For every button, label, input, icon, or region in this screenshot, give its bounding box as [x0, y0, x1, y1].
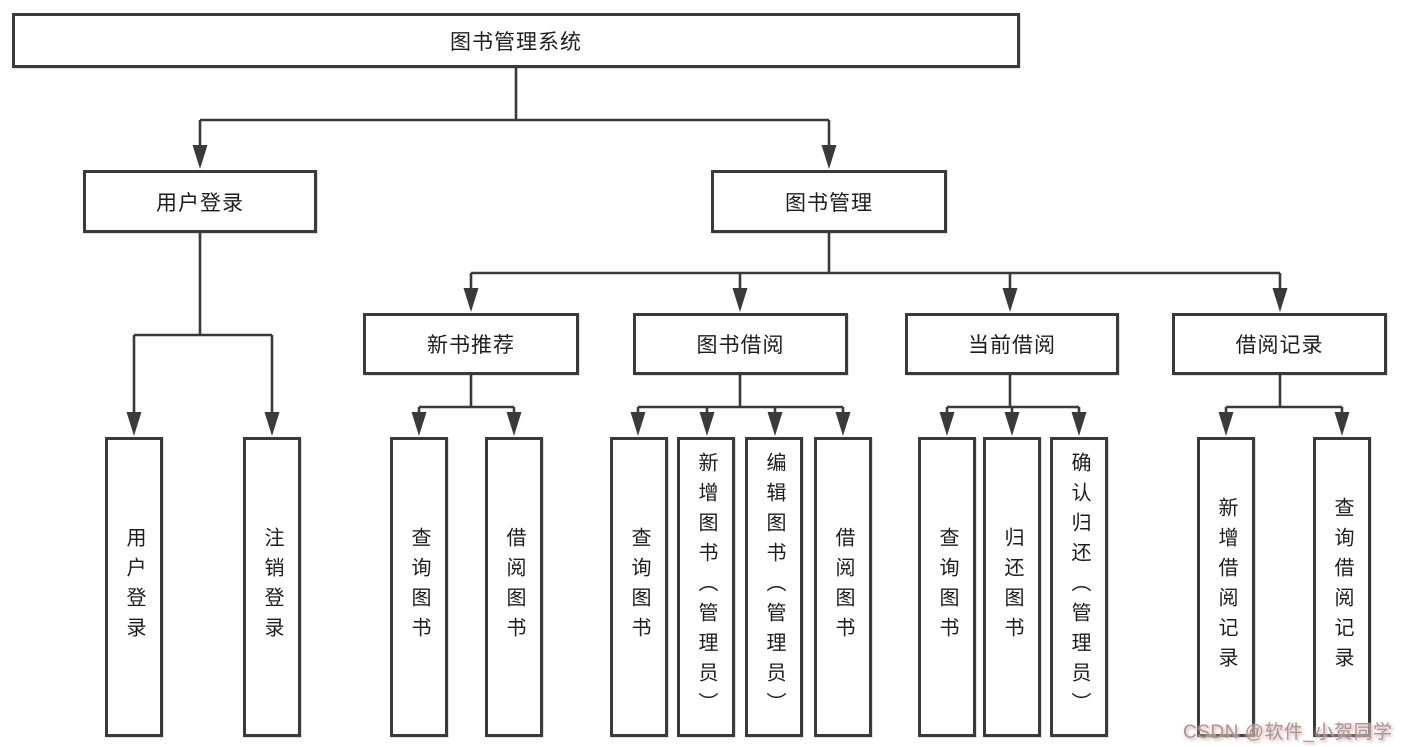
node-borrow-record: 借阅记录 [1172, 313, 1387, 375]
leaf-return-book: 归还图书 [983, 437, 1041, 737]
leaf-query-book-recommend: 查询图书 [390, 437, 448, 737]
connector-book-borrow-children [630, 375, 851, 436]
connector-user-login-children [126, 233, 280, 436]
connector-borrow-record-children [1218, 375, 1350, 436]
csdn-watermark: CSDN @软件_小贺同学 [1183, 722, 1393, 743]
leaf-logout-login: 注销登录 [243, 437, 301, 737]
connector-book-management-children [463, 233, 1288, 312]
node-new-book-recommend: 新书推荐 [363, 313, 579, 375]
leaf-user-login: 用户登录 [105, 437, 163, 737]
leaf-add-borrow-record: 新增借阅记录 [1197, 437, 1255, 737]
connector-current-borrow-children [939, 375, 1087, 436]
node-book-borrow: 图书借阅 [633, 313, 848, 375]
leaf-confirm-return-admin: 确认归还（管理员） [1050, 437, 1108, 737]
connector-new-book-recommend-children [411, 375, 522, 436]
leaf-borrow-book-recommend: 借阅图书 [485, 437, 543, 737]
leaf-add-book-admin: 新增图书（管理员） [677, 437, 735, 737]
connector-root-to-level1 [192, 68, 837, 169]
leaf-borrow-book: 借阅图书 [814, 437, 872, 737]
node-user-login: 用户登录 [83, 170, 317, 233]
leaf-query-book-current: 查询图书 [918, 437, 976, 737]
leaf-query-book-borrow: 查询图书 [610, 437, 668, 737]
leaf-edit-book-admin: 编辑图书（管理员） [745, 437, 803, 737]
node-book-management: 图书管理 [711, 170, 947, 233]
leaf-query-borrow-record: 查询借阅记录 [1313, 437, 1371, 737]
node-library-management-system: 图书管理系统 [12, 13, 1020, 68]
node-current-borrow: 当前借阅 [905, 313, 1119, 375]
